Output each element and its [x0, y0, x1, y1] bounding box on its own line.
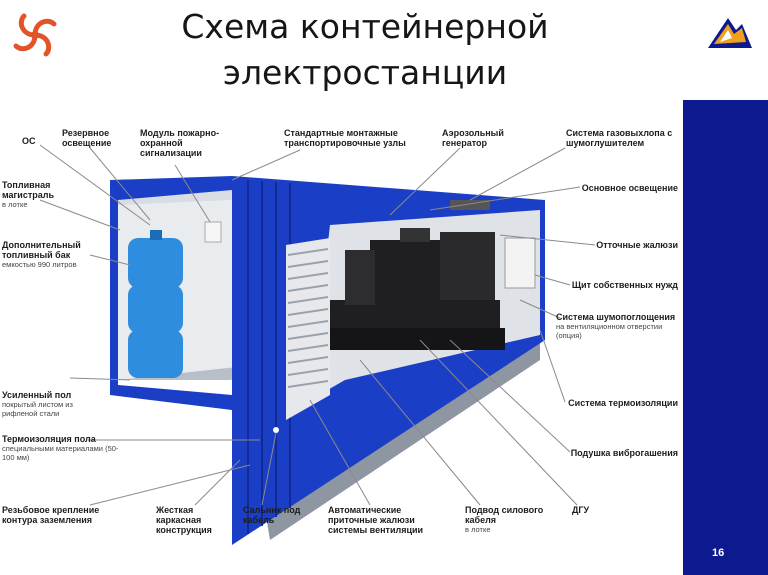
fire-module-box [204, 221, 222, 243]
label-auto-louvers: Автоматические приточные жалюзи системы … [328, 505, 424, 535]
label-gland: Сальник под кабель [243, 505, 301, 525]
louver-slats [287, 248, 329, 388]
label-frame: Жесткая каркасная конструкция [156, 505, 212, 535]
mountain-logo-icon [708, 18, 752, 48]
leader-lines [39, 144, 596, 506]
exhaust-pipe [450, 200, 490, 210]
cable-gland [273, 427, 279, 433]
label-fire-module: Модуль пожарно-охранной сигнализации [140, 128, 220, 158]
container-left-frame [110, 176, 232, 410]
label-ground: Резьбовое крепление контура заземления [2, 505, 100, 525]
label-vibro: Подушка виброгашения [570, 448, 678, 458]
label-aux-panel: Щит собственных нужд [571, 280, 678, 290]
aux-panel-box [504, 237, 536, 289]
label-dgu: ДГУ [572, 505, 590, 515]
page-title: Схема контейнерной электростанции [120, 4, 610, 96]
label-exhaust: Система газовыхлопа с шумоглушителем [566, 128, 673, 148]
container-illustration [39, 144, 596, 545]
label-thermo-insulation: Система термоизоляции [568, 398, 678, 408]
spiral-logo-icon [10, 10, 60, 60]
label-louvers-out: Отточные жалюзи [596, 240, 678, 250]
page-number: 16 [712, 547, 725, 559]
label-aerosol: Аэрозольный генератор [442, 128, 504, 148]
label-backup-light: Резервное освещение [62, 128, 112, 148]
page-title-line2: электростанции [222, 53, 508, 92]
diesel-generator [330, 228, 505, 350]
label-mount-nodes: Стандартные монтажные транспортировочные… [284, 128, 406, 148]
label-main-light: Основное освещение [581, 183, 678, 193]
fuel-tank [128, 230, 183, 378]
label-os: ОС [22, 136, 36, 146]
page-title-line1: Схема контейнерной [181, 7, 549, 46]
right-band-top [683, 0, 768, 100]
